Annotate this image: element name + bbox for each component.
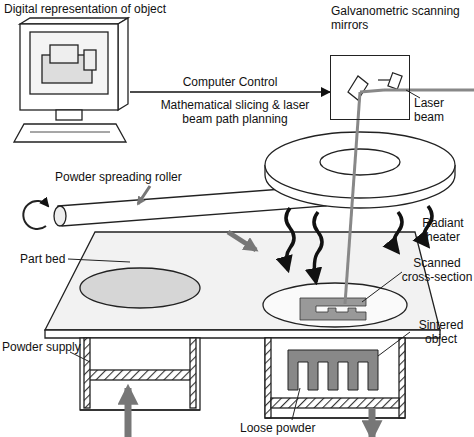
- piston-up-arrow: [125, 388, 132, 437]
- roller-pointer: [138, 186, 150, 204]
- part-label: Powder supply: [2, 340, 92, 354]
- part-label: Part bed: [20, 252, 80, 266]
- radiant-heater: [265, 132, 455, 208]
- laser-beam-down: [345, 92, 360, 304]
- edge-label: Computer Control: [150, 75, 310, 89]
- sintered-object: [288, 350, 378, 390]
- scanner-box: Galvanometric scanning mirrors: [330, 55, 410, 120]
- part-label: Mathematical slicing & laser beam path p…: [150, 98, 320, 126]
- part-label: Radiant heater: [414, 216, 472, 244]
- node-heading: Galvanometric scanning mirrors: [331, 4, 471, 32]
- part-label: Loose powder: [240, 421, 340, 435]
- part-bed-surface: [45, 232, 440, 330]
- part-label: Laser beam: [414, 96, 474, 124]
- part-label: Sintered object: [410, 318, 472, 346]
- powder-supply-cylinder: [80, 268, 200, 410]
- mirror-symbols: [348, 73, 402, 100]
- control-arrow: [130, 91, 330, 93]
- computer-node: Digital representation of object: [18, 24, 130, 144]
- table-edge: [45, 330, 440, 338]
- piston-down-arrow: [369, 408, 376, 437]
- scanned-cross-section: [300, 298, 366, 320]
- computer: [14, 18, 128, 142]
- node-heading: Digital representation of object: [4, 2, 204, 16]
- part-label: Scanned cross-section: [400, 256, 474, 284]
- laser-beam-mirror: [360, 90, 384, 92]
- part-label: Powder spreading roller: [55, 170, 255, 184]
- laser-beam-in: [384, 89, 474, 92]
- leader-lines: [68, 90, 420, 420]
- spread-direction-arrow: [228, 232, 256, 250]
